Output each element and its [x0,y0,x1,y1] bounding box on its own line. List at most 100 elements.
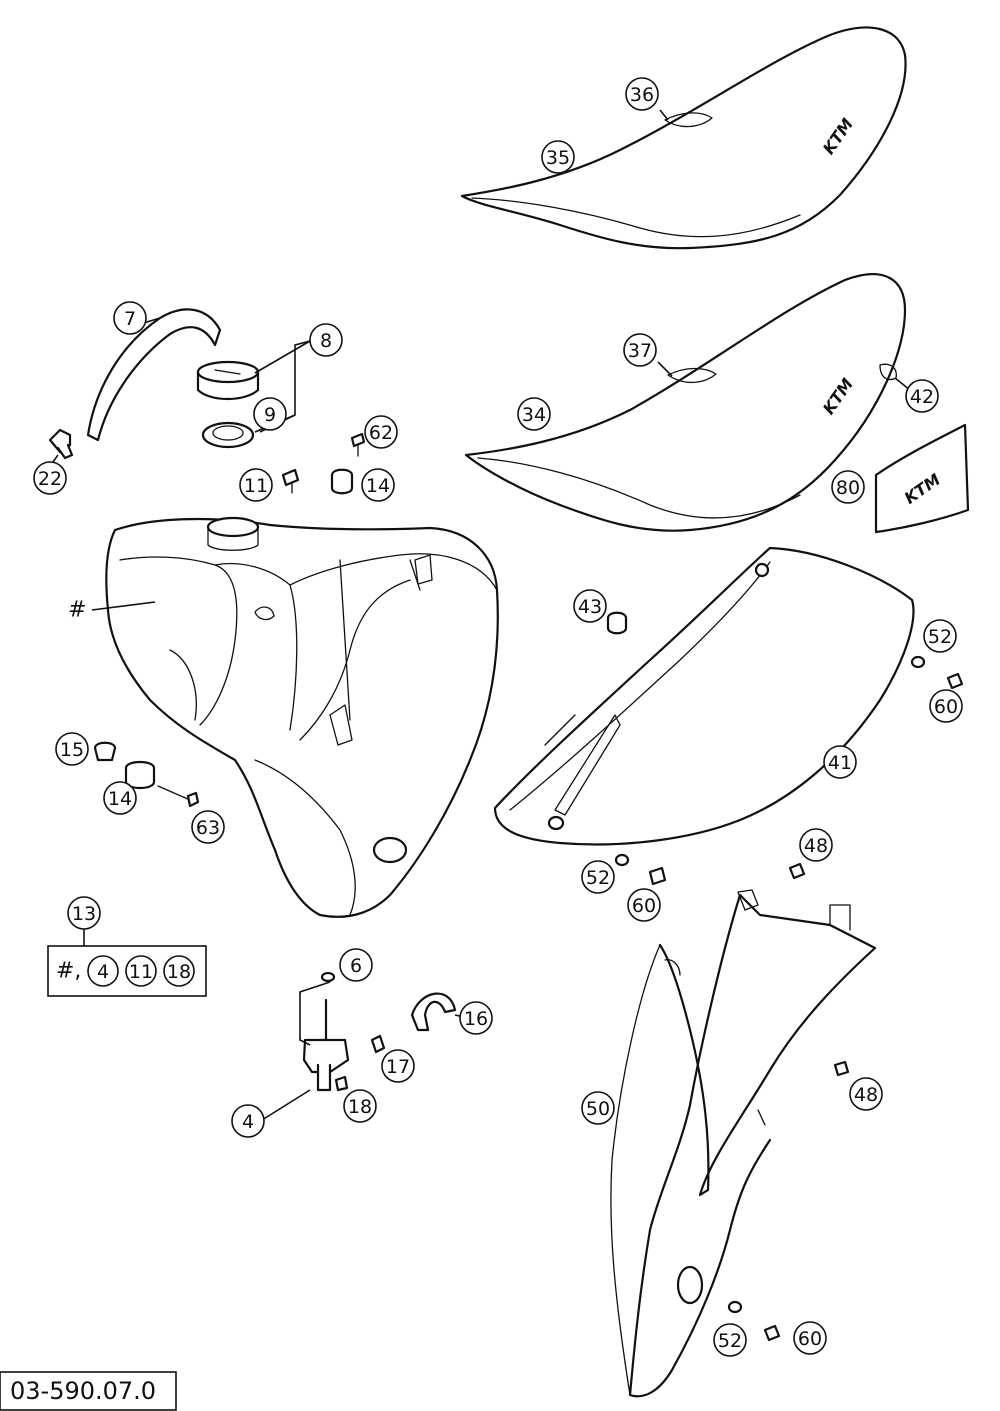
callout-label: 16 [464,1008,488,1030]
callout-label: 17 [386,1056,410,1078]
seat-lower: KTM [464,273,907,532]
callout-13: 13 [67,896,101,930]
callout-62: 62 [364,415,398,449]
tank-marker: # [68,598,86,623]
callout-label: 7 [124,308,136,330]
callout-22: 22 [33,461,67,495]
callout-label: 13 [72,903,96,925]
callout-label: 43 [578,596,602,618]
callout-14: 14 [103,781,137,815]
vent-hose [86,308,222,442]
kit-item-4: 4 [87,955,119,987]
callout-label: 60 [934,696,958,718]
callout-label: 14 [108,788,132,810]
callout-60: 60 [627,888,661,922]
callout-label: 15 [60,739,84,761]
screw-60c-shape [763,1324,781,1342]
callout-9: 9 [253,397,287,431]
callout-50: 50 [581,1091,615,1125]
leader-tank [91,601,156,611]
callout-label: 22 [38,468,62,490]
callout-label: 9 [264,404,276,426]
callout-label: 63 [196,817,220,839]
callout-42: 42 [905,379,939,413]
callout-43: 43 [573,589,607,623]
callout-11: 11 [239,468,273,502]
callout-18: 18 [343,1089,377,1123]
callout-60: 60 [793,1321,827,1355]
bushing-lower-shape [124,760,156,790]
tank-cap [196,360,260,400]
reference-box: 03-590.07.0 [0,1371,177,1411]
callout-label: 8 [320,330,332,352]
callout-label: 14 [366,475,390,497]
callout-14: 14 [361,468,395,502]
screw-62 [350,432,366,457]
side-cover-lower [610,889,877,1398]
callout-label: 6 [350,955,362,977]
kit-item-label: 18 [167,961,191,983]
callout-41: 41 [823,745,857,779]
clip-17-shape [370,1034,386,1054]
bolt-11 [281,468,300,494]
screw-60b-shape [648,866,667,886]
callout-label: 4 [242,1111,254,1133]
vent-valve [48,428,74,460]
callout-label: 41 [828,752,852,774]
screw-18-shape [334,1075,349,1092]
callout-label: 60 [798,1328,822,1350]
kit-item-label: 11 [129,961,153,983]
callout-52: 52 [713,1323,747,1357]
callout-7: 7 [113,301,147,335]
washer-52a-shape [910,655,926,669]
washer-52c-shape [727,1300,743,1314]
washer-52b-shape [614,853,630,867]
kit-prefix: #, [56,959,81,984]
callout-label: 80 [836,477,860,499]
screw-60a-shape [946,672,964,690]
callout-label: 52 [928,626,952,648]
callout-35: 35 [541,140,575,174]
callout-label: 35 [546,147,570,169]
bushing-upper [330,468,354,495]
callout-label: 48 [804,835,828,857]
callout-17: 17 [381,1049,415,1083]
fuel-tank [105,516,499,918]
callout-label: 18 [348,1096,372,1118]
callout-8: 8 [309,323,343,357]
callout-label: 50 [586,1098,610,1120]
hose-16-shape [410,992,457,1032]
callout-layer: 36 35 37 34 42 80 7 8 9 22 62 11 14 43 52 60 41 15 14 63 52 6… [33,77,963,1357]
callout-15: 15 [55,732,89,766]
callout-37: 37 [623,333,657,367]
callout-label: 52 [586,867,610,889]
callout-34: 34 [517,397,551,431]
callout-label: 11 [244,475,268,497]
callout-label: 52 [718,1330,742,1352]
screw-48b-shape [833,1060,850,1077]
callout-48: 48 [799,828,833,862]
callout-label: 42 [910,386,934,408]
callout-label: 34 [522,404,546,426]
callout-52: 52 [581,860,615,894]
callout-label: 62 [369,422,393,444]
side-panel [493,546,915,846]
cap-gasket [201,421,255,449]
reference-number: 03-590.07.0 [10,1377,156,1405]
kit-item-label: 4 [97,961,109,983]
callout-4: 4 [231,1104,265,1138]
grommet-43 [606,611,628,635]
callout-6: 6 [339,948,373,982]
kit-item-18: 18 [163,955,195,987]
callout-label: 48 [854,1084,878,1106]
callout-label: 60 [632,895,656,917]
callout-60: 60 [929,689,963,723]
callout-label: 36 [630,84,654,106]
callout-80: 80 [831,470,865,504]
seat-upper: KTM [460,26,907,250]
fuel-tap [302,998,350,1092]
kit-item-11: 11 [125,955,157,987]
screw-63-shape [157,785,191,801]
callout-63: 63 [191,810,225,844]
